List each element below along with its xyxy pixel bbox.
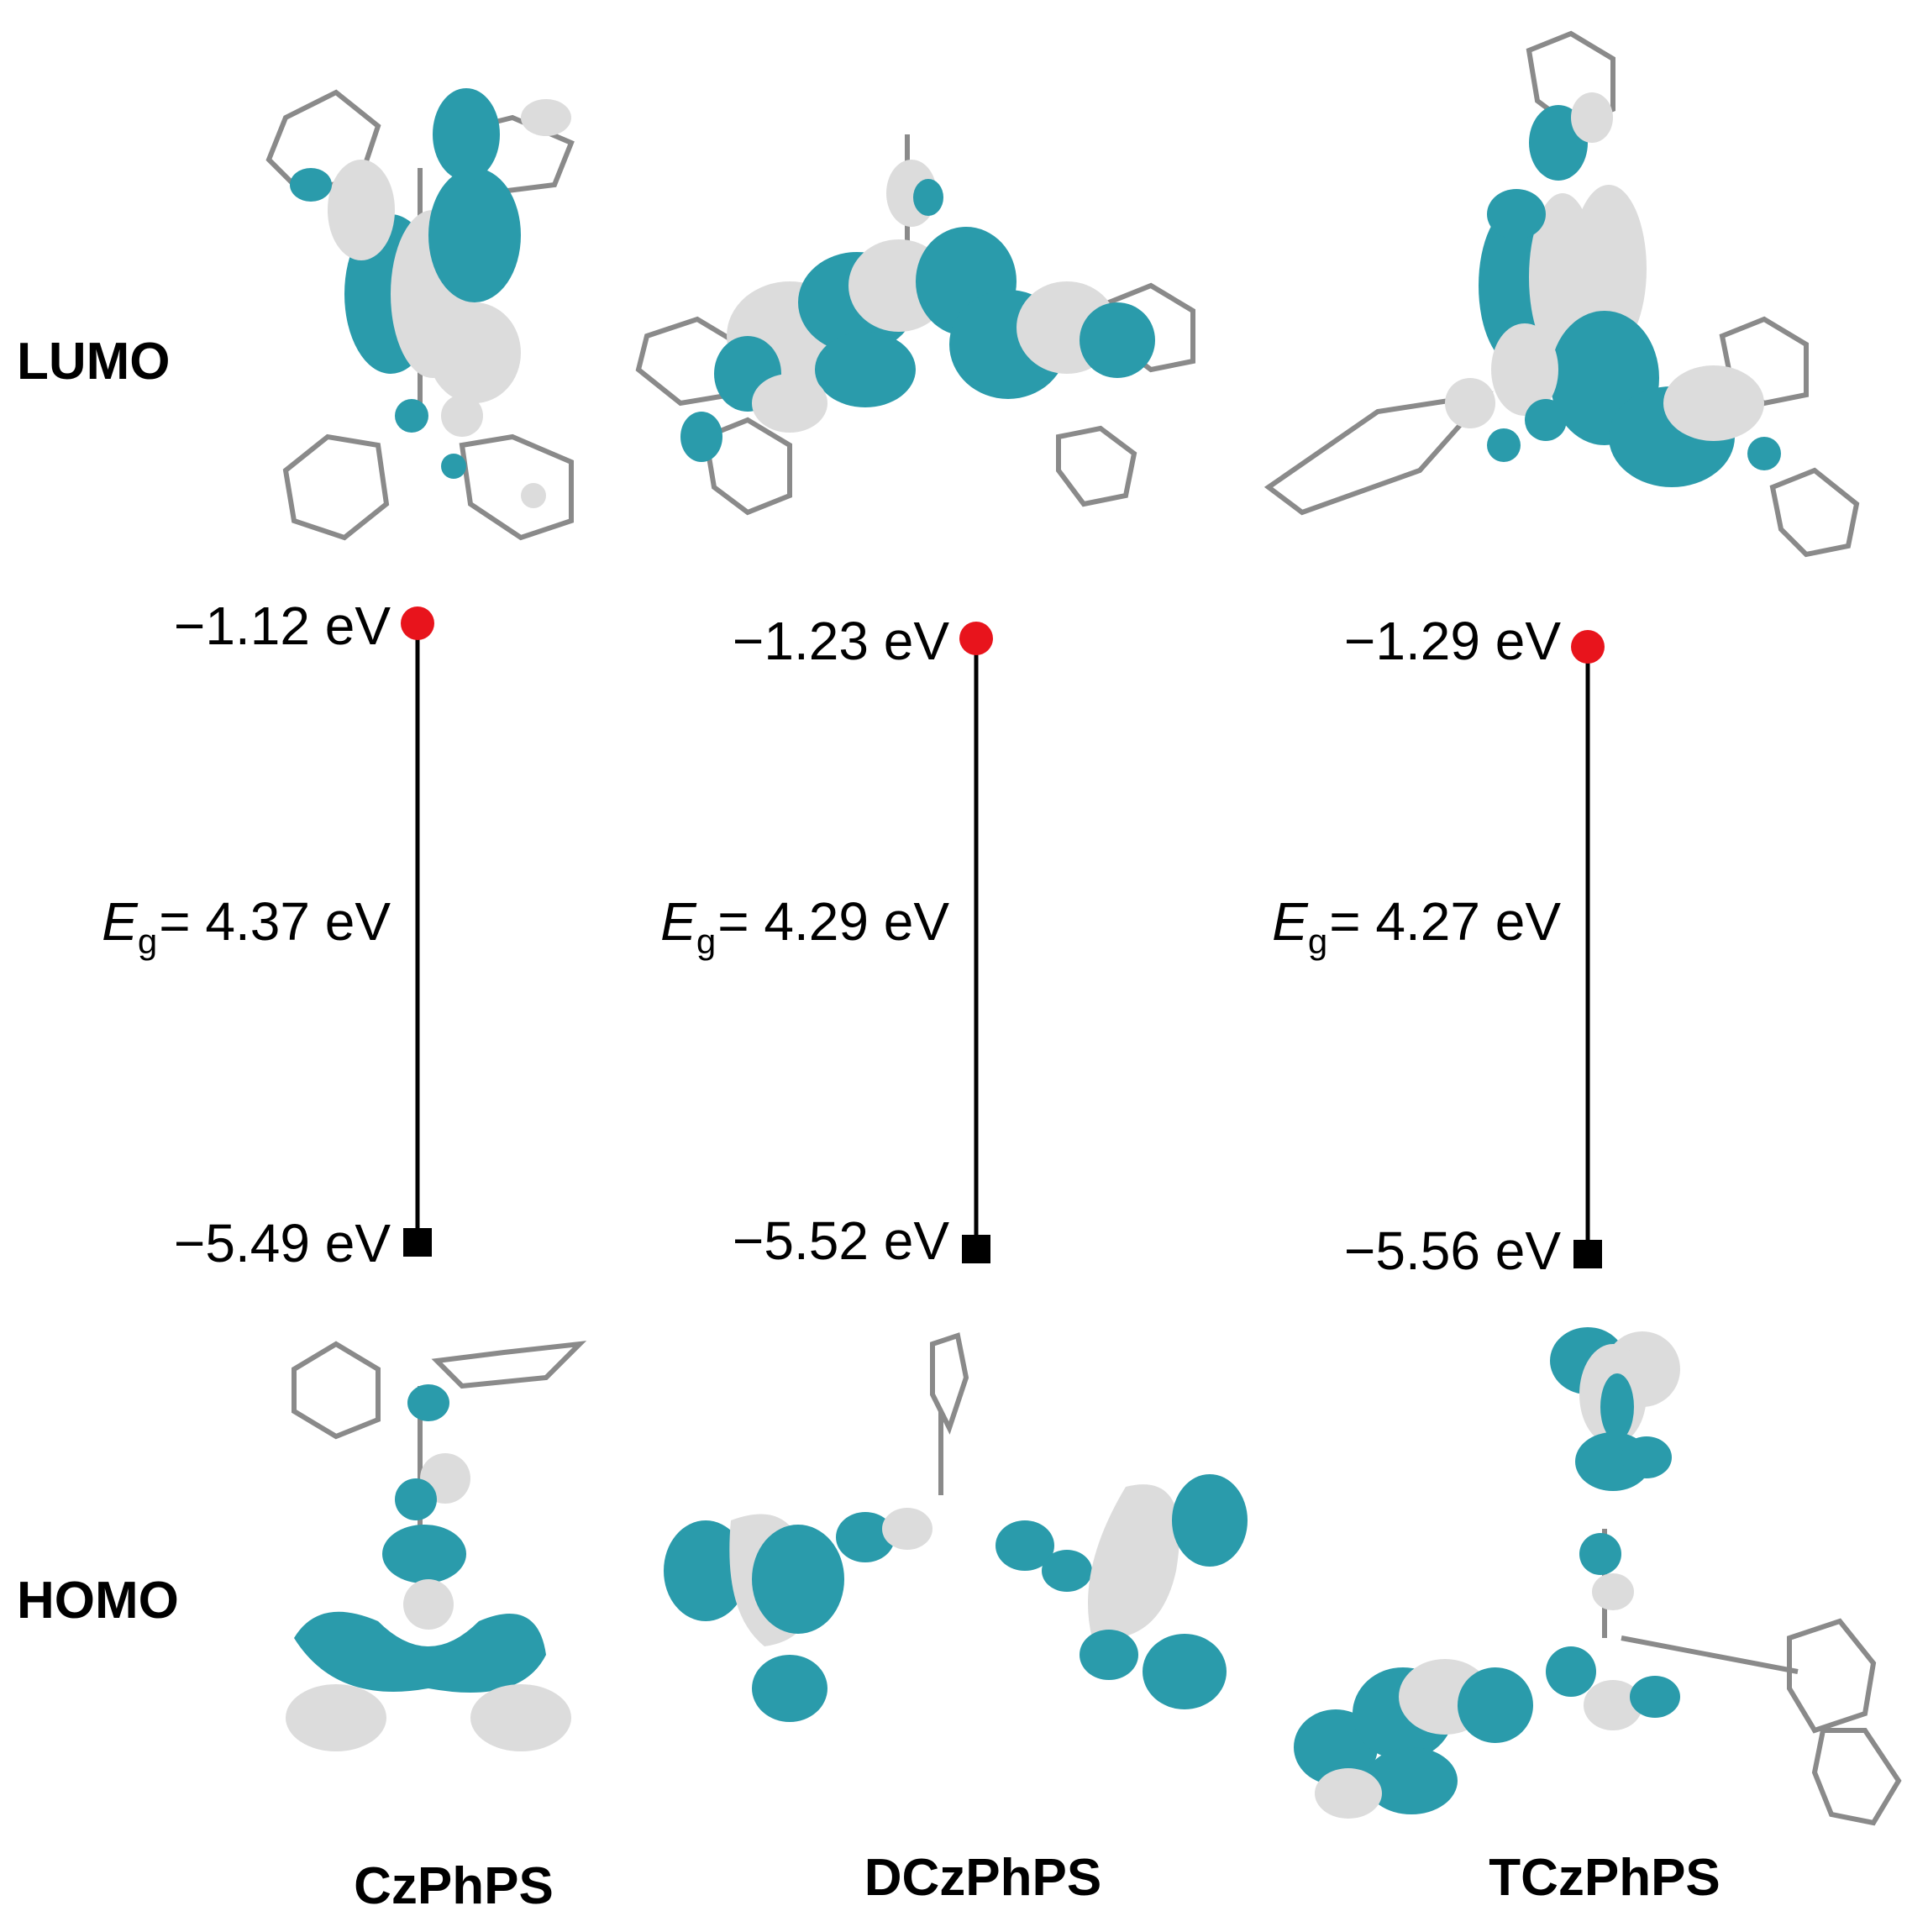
tczphps-bandgap: Eg= 4.27 eV <box>1191 890 1561 962</box>
tczphps-homo-marker <box>1573 1240 1602 1268</box>
dczphps-homo-energy: −5.52 eV <box>733 1210 949 1271</box>
bandgap-symbol: E <box>1272 891 1308 952</box>
bandgap-value: = 4.37 eV <box>159 891 391 952</box>
czphps-lumo-energy: −1.12 eV <box>174 596 391 656</box>
bandgap-subscript: g <box>696 921 717 961</box>
tczphps-lumo-energy: −1.29 eV <box>1344 611 1561 671</box>
lumo-row-label: LUMO <box>17 333 171 391</box>
bandgap-subscript: g <box>1307 921 1328 961</box>
bandgap-subscript: g <box>137 921 158 961</box>
dczphps-bandgap: Eg= 4.29 eV <box>580 890 949 962</box>
dczphps-homo-orbital <box>664 1332 1248 1722</box>
bandgap-symbol: E <box>102 891 138 952</box>
czphps-homo-energy: −5.49 eV <box>174 1213 391 1273</box>
dczphps-name: DCzPhPS <box>864 1849 1102 1907</box>
tczphps-lumo-marker <box>1571 630 1605 664</box>
bandgap-value: = 4.29 eV <box>717 891 949 952</box>
tczphps-name: TCzPhPS <box>1489 1849 1720 1907</box>
tczphps-homo-energy: −5.56 eV <box>1344 1221 1561 1281</box>
tczphps-homo-orbital <box>1294 1327 1902 1826</box>
czphps-homo-marker <box>403 1228 432 1257</box>
dczphps-lumo-orbital <box>635 134 1195 516</box>
czphps-bandgap: Eg= 4.37 eV <box>21 890 391 962</box>
czphps-name: CzPhPS <box>354 1857 554 1915</box>
dczphps-homo-marker <box>962 1235 990 1263</box>
bandgap-symbol: E <box>660 891 696 952</box>
czphps-lumo-marker <box>401 606 434 640</box>
czphps-homo-orbital <box>286 1341 587 1751</box>
bandgap-value: = 4.27 eV <box>1329 891 1561 952</box>
tczphps-lumo-orbital <box>1263 30 1860 558</box>
czphps-lumo-orbital <box>265 88 575 541</box>
homo-row-label: HOMO <box>17 1572 179 1630</box>
dczphps-lumo-energy: −1.23 eV <box>733 611 949 671</box>
dczphps-lumo-marker <box>959 622 993 655</box>
